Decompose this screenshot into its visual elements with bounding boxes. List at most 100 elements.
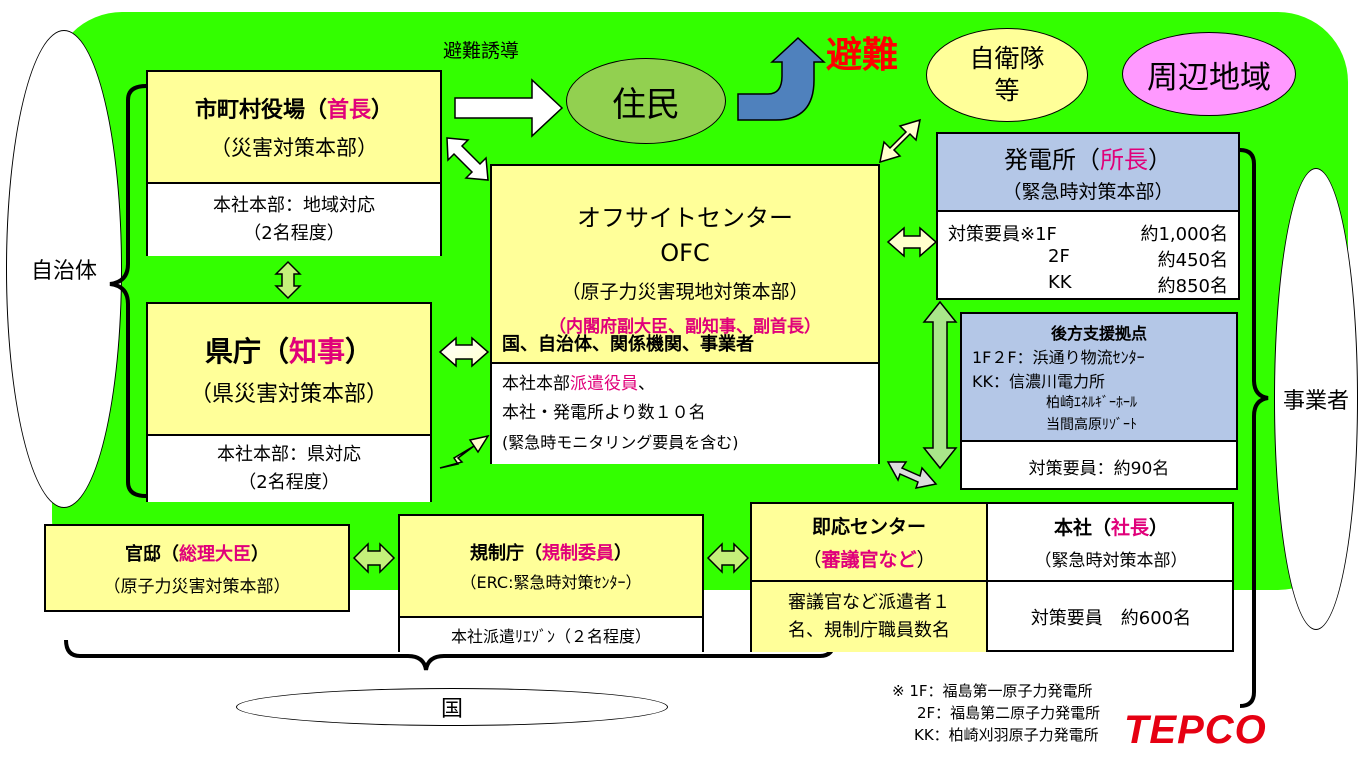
- pref-ofc-arrow: [438, 336, 490, 368]
- response-center-who: 審議官など: [821, 549, 917, 571]
- municipal-office-title-row: 市町村役場（首長）: [194, 98, 394, 123]
- plant-header: 発電所（所長） （緊急時対策本部）: [938, 134, 1238, 210]
- plant-staff-kk: 約850名: [1157, 276, 1228, 297]
- plant-backup-arrow: [922, 300, 958, 470]
- municipal-office-hq: 本社本部：地域対応: [213, 195, 375, 216]
- prefecture-office-hq: 本社本部：県対応: [217, 444, 361, 465]
- ofc-dispatch-line3: (緊急時モニタリング要員を含む): [502, 433, 739, 452]
- ofc-plant-mid-arrow: [886, 226, 938, 258]
- surrounding-area-label: 周辺地域: [1147, 59, 1271, 96]
- municipal-office-box: 市町村役場（首長） （災害対策本部） 本社本部：地域対応 （2名程度）: [146, 70, 442, 256]
- response-center-line1: 審議官など派遣者１: [788, 592, 950, 613]
- plant-label-2f: 2F: [1048, 246, 1070, 267]
- municipal-office-sub: （災害対策本部）: [210, 136, 378, 160]
- ofc-dispatch-role: 派遣役員: [570, 374, 638, 394]
- nra-title: 規制庁: [470, 543, 524, 564]
- backup-base-box: 後方支援拠点 1F２F：浜通り物流ｾﾝﾀｰ KK：信濃川電力所 柏崎ｴﾈﾙｷﾞｰ…: [960, 312, 1238, 490]
- nra-sub: （ERC:緊急時対策ｾﾝﾀｰ）: [460, 573, 642, 592]
- sdf-ellipse: 自衛隊 等: [926, 28, 1088, 122]
- ofc-members: 国、自治体、関係機関、事業者: [502, 334, 754, 355]
- muni-pref-arrow: [274, 260, 302, 300]
- municipal-office-count: （2名程度）: [243, 223, 345, 244]
- plant-staff-1f: 約1,000名: [1140, 224, 1228, 245]
- national-ellipse: 国: [236, 688, 668, 726]
- footnote-1f: ※ 1F：福島第一原子力発電所: [892, 682, 1093, 700]
- operator-ellipse: 事業者: [1274, 168, 1358, 630]
- response-center-box: 即応センター （審議官など） 審議官など派遣者１ 名、規制庁職員数名 本社（社長…: [750, 502, 1234, 652]
- prefecture-office-title: 県庁: [204, 335, 261, 368]
- plant-title-row: 発電所（所長）: [1004, 146, 1172, 174]
- plant-staff-label: 対策要員※1F: [948, 224, 1057, 245]
- prefecture-office-sub: （県災害対策本部）: [189, 382, 388, 407]
- local-gov-label: 自治体: [30, 259, 97, 284]
- ofc-plant-top-arrow: [879, 118, 921, 164]
- municipal-office-header: 市町村役場（首長） （災害対策本部）: [148, 72, 440, 182]
- prefecture-office-title-row: 県庁（知事）: [204, 335, 374, 368]
- response-center-title: 即応センター: [811, 516, 926, 538]
- evac-guidance-arrow: [454, 78, 564, 138]
- prefecture-office-box: 県庁（知事） （県災害対策本部） 本社本部：県対応 （2名程度）: [146, 302, 432, 502]
- prefecture-office-header: 県庁（知事） （県災害対策本部）: [148, 304, 430, 434]
- kantei-nra-arrow: [352, 542, 396, 574]
- national-label: 国: [440, 697, 463, 722]
- local-gov-ellipse: 自治体: [6, 30, 122, 508]
- ofc-dispatch-line1: 本社本部派遣役員、: [502, 374, 655, 394]
- municipal-office-head: 首長: [327, 98, 372, 123]
- ofc-header: オフサイトセンター OFC （原子力災害現地対策本部） （内閣府副大臣、副知事、…: [492, 170, 878, 364]
- kantei-title-row: 官邸（総理大臣）: [125, 543, 269, 565]
- prefecture-office-hq-section: 本社本部：県対応 （2名程度）: [148, 434, 430, 502]
- backup-base-line2: KK：信濃川電力所: [972, 372, 1105, 391]
- municipal-office-hq-section: 本社本部：地域対応 （2名程度）: [148, 182, 440, 256]
- surrounding-area-ellipse: 周辺地域: [1122, 32, 1296, 116]
- plant-box: 発電所（所長） （緊急時対策本部） 対策要員※1F 約1,000名 2F 約45…: [936, 132, 1240, 300]
- nra-response-arrow: [706, 542, 750, 574]
- operator-brace: [1239, 148, 1269, 708]
- evac-guidance-label: 避難誘導: [443, 40, 520, 62]
- backup-base-staff: 対策要員：約90名: [1028, 458, 1170, 479]
- nra-box: 規制庁（規制委員） （ERC:緊急時対策ｾﾝﾀｰ） 本社派遣ﾘｴｿﾞﾝ（２名程度…: [398, 514, 704, 652]
- backup-base-line3: 柏崎ｴﾈﾙｷﾞｰﾎｰﾙ: [1046, 395, 1137, 411]
- response-center-header: 即応センター （審議官など）: [752, 504, 986, 580]
- plant-staff-section: 対策要員※1F 約1,000名 2F 約450名 KK 約850名: [938, 210, 1238, 300]
- prefecture-office-count: （2名程度）: [238, 472, 340, 493]
- pref-ofc-lower-arrow: [439, 434, 490, 469]
- ofc-sub: （原子力災害現地対策本部）: [561, 280, 809, 303]
- local-gov-brace: [109, 84, 147, 498]
- ofc-dispatch-line2: 本社・発電所より数１０名: [502, 403, 706, 423]
- evacuation-arrow: [737, 36, 826, 121]
- plant-label-kk: KK: [1048, 272, 1072, 293]
- response-center-detail: 審議官など派遣者１ 名、規制庁職員数名: [752, 580, 986, 652]
- kantei-sub: （原子力災害対策本部）: [103, 576, 291, 597]
- municipal-office-title: 市町村役場: [194, 98, 305, 123]
- plant-sub: （緊急時対策本部）: [1002, 181, 1174, 203]
- ofc-backup-arrow: [886, 461, 938, 489]
- sdf-label: 自衛隊 等: [969, 44, 1045, 105]
- kantei-head: 総理大臣: [179, 543, 251, 565]
- national-brace: [64, 639, 836, 671]
- plant-title: 発電所: [1004, 146, 1076, 174]
- backup-base-line4: 当間高原ﾘｿﾞｰﾄ: [1046, 417, 1137, 433]
- response-center-who-row: （審議官など）: [802, 549, 936, 571]
- ofc-officials: （内閣府副大臣、副知事、副首長）: [549, 316, 821, 337]
- nra-head: 規制委員: [542, 543, 614, 564]
- muni-ofc-arrow: [446, 137, 489, 181]
- nra-liaison: 本社派遣ﾘｴｿﾞﾝ（２名程度）: [450, 627, 651, 646]
- kantei-title: 官邸: [125, 543, 161, 565]
- operator-label: 事業者: [1282, 389, 1349, 414]
- footnote-kk: KK：柏崎刈羽原子力発電所: [914, 726, 1099, 744]
- head-office-staff-section: 対策要員 約600名: [988, 580, 1234, 652]
- head-office-header: 本社（社長） （緊急時対策本部）: [988, 504, 1234, 580]
- nra-header: 規制庁（規制委員） （ERC:緊急時対策ｾﾝﾀｰ）: [400, 516, 702, 616]
- head-office-title-row: 本社（社長）: [1053, 517, 1169, 539]
- backup-base-staff-section: 対策要員：約90名: [962, 440, 1236, 490]
- kantei-box: 官邸（総理大臣） （原子力災害対策本部）: [44, 524, 350, 612]
- nra-title-row: 規制庁（規制委員）: [470, 543, 632, 564]
- backup-base-header: 後方支援拠点 1F２F：浜通り物流ｾﾝﾀｰ KK：信濃川電力所 柏崎ｴﾈﾙｷﾞｰ…: [962, 314, 1236, 440]
- tepco-logo: TEPCO: [1124, 708, 1267, 752]
- ofc-abbr: OFC: [660, 238, 710, 267]
- ofc-dispatch-section: 本社本部派遣役員、 本社・発電所より数１０名 (緊急時モニタリング要員を含む): [492, 362, 878, 464]
- head-office-title: 本社: [1053, 517, 1092, 539]
- response-center-line2: 名、規制庁職員数名: [788, 620, 950, 641]
- head-office-head: 社長: [1111, 517, 1150, 539]
